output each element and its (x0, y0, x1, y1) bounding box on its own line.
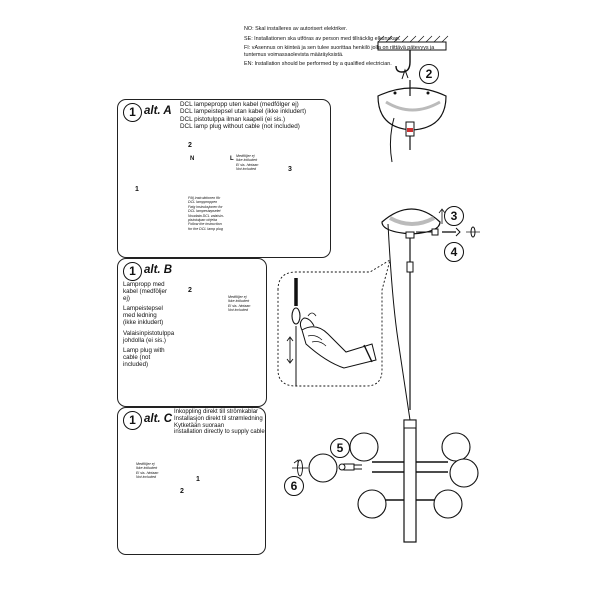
pendant-lamp (292, 419, 479, 543)
notice-no: NO: Skal installeres av autorisert elekt… (244, 26, 348, 32)
note-line: Ei sis. hintaan (228, 303, 251, 308)
note-line: Följ instruktionen för (188, 196, 221, 200)
note-line: Noudata DCL valaisin- (188, 213, 224, 218)
note-line: DCL lampproppen (188, 200, 218, 205)
note-line: pistotulpan ohjeita (188, 218, 217, 223)
panel-c-step-2: 2 (180, 488, 184, 495)
panel-alt-b: 1 alt. B 2 Lampropp med kabel (medföljer… (117, 258, 267, 407)
notice-en: EN: Installation should be performed by … (244, 61, 392, 68)
note-line: Ikke inkludert (236, 158, 258, 163)
panel-c-line: Kytketään suoraan (174, 422, 225, 429)
panel-a-title: DCL lampepropp uten kabel (medfölger ej)… (180, 101, 306, 130)
panel-b-description: Lampropp med kabel (medföljer ej) Lampei… (123, 281, 175, 371)
panel-a-number: 1 (123, 103, 142, 122)
canopy-mid (381, 208, 480, 421)
note-line: Not included (136, 475, 156, 480)
panel-c-label: alt. C (144, 413, 173, 425)
note-line: Følg instruksjonen for (188, 204, 223, 209)
panel-b-label: alt. B (144, 264, 173, 276)
panel-b-desc-line: Lampropp med kabel (medföljer ej) (123, 281, 168, 303)
notice-fi: FI: vAsennus on kiinteä ja sen tulee suo… (244, 45, 435, 58)
note-line: Not included (236, 167, 256, 172)
panel-a-step-1: 1 (135, 186, 139, 193)
notice-se: SE: Installationen ska utföras av person… (244, 35, 401, 42)
panel-b-number: 1 (123, 262, 142, 281)
step-5-circle: 5 (330, 438, 350, 458)
panel-a-label: alt. A (144, 105, 172, 117)
panel-a-line: DCL lampeistepsel utan kabel (ikke inklu… (180, 108, 307, 116)
note-line: Medföljer ej (136, 462, 155, 466)
panel-c-line: Inkoppling direkt till strömkablar (174, 409, 259, 415)
note-line: Ikke inkludert (228, 299, 250, 304)
note-line: DCL lampestøpselet (188, 209, 221, 214)
panel-a-line: DCL pistotulppa ilman kaapeli (ei sis.) (180, 115, 286, 123)
panel-b-desc-line: Valaisinpistotulppa johdolla (ei sis.) (123, 329, 175, 344)
step-6-circle: 6 (284, 476, 304, 496)
note-line: Medföljer ej (236, 154, 255, 158)
step-4-circle: 4 (444, 242, 464, 262)
terminal-l: L (230, 156, 234, 162)
step-2-circle: 2 (419, 64, 439, 84)
callout-zoom (277, 259, 391, 387)
note-line: Follow the instruction (188, 222, 222, 227)
step-3-circle: 3 (444, 206, 464, 226)
panel-b-desc-line: Lamp plug with cable (not included) (123, 346, 165, 368)
panel-a-not-included: Medföljer ej Ikke inkludert Ei sis. hint… (236, 154, 258, 172)
panel-a-line: DCL lampepropp uten kabel (medfölger ej) (180, 101, 299, 108)
note-line: Ei sis. hintaan (236, 162, 259, 167)
note-line: Ei sis. hintaan (136, 470, 159, 475)
note-line: Medföljer ej (228, 295, 247, 299)
panel-alt-c: 1 alt. C Inkoppling direkt till strömkab… (117, 407, 266, 555)
panel-b-desc-line: Lampeistepsel med ledning (ikke inkluder… (123, 305, 164, 327)
note-line: Not included (228, 308, 248, 313)
panel-b-step-2: 2 (188, 287, 192, 294)
panel-alt-a: 1 alt. A DCL lampepropp uten kabel (medf… (117, 99, 331, 258)
terminal-n: N (190, 156, 195, 162)
panel-b-not-included: Medföljer ej Ikke inkludert Ei sis. hint… (228, 295, 250, 313)
panel-c-number: 1 (123, 411, 142, 430)
panel-c-line: installation directly to supply cable (174, 429, 265, 436)
ceiling-top-right (377, 35, 449, 80)
panel-a-step-3: 3 (288, 166, 292, 173)
installation-notice: NO: Skal installeres av autorisert elekt… (244, 26, 444, 71)
panel-a-dcl-notes: Följ instruktionen för DCL lampproppen F… (188, 196, 224, 231)
note-line: for the DCL lamp plug (188, 226, 223, 231)
panel-c-not-included: Medföljer ej Ikke inkludert Ei sis. hint… (136, 462, 158, 480)
panel-c-title: Inkoppling direkt till strömkablar Insta… (174, 409, 265, 436)
note-line: Ikke inkludert (136, 466, 158, 471)
panel-a-step-2: 2 (188, 142, 192, 149)
canopy-top (377, 80, 447, 163)
panel-c-step-1: 1 (196, 476, 200, 483)
panel-c-line: Installasjon direkt til strømledning (174, 415, 263, 422)
panel-a-line: DCL lamp plug without cable (not include… (180, 122, 300, 130)
